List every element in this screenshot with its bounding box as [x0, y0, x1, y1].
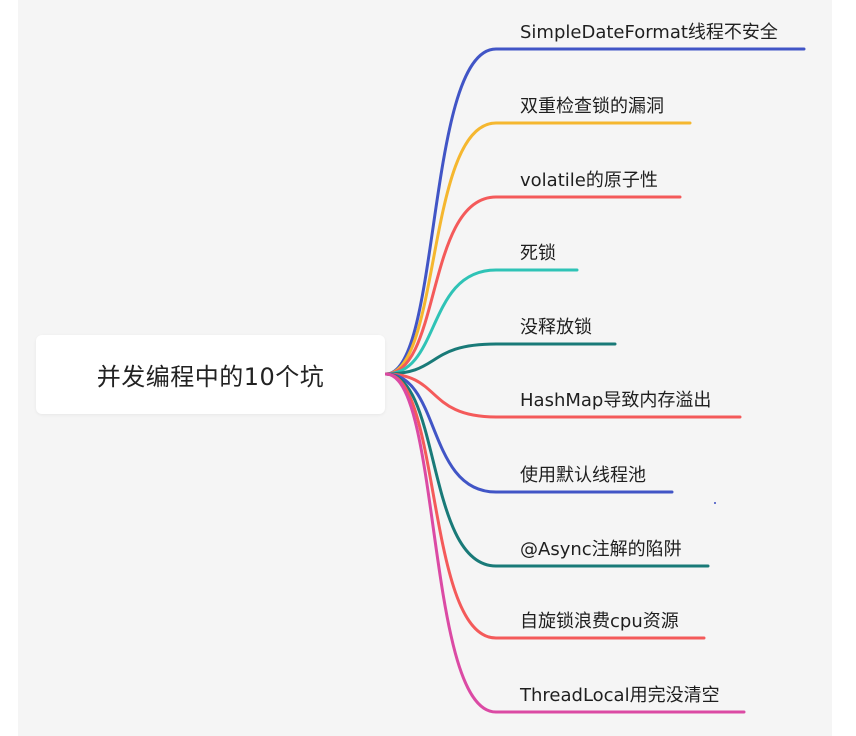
connector-unreleased-lock [384, 342, 617, 376]
branch-topic-async-trap[interactable]: @Async注解的陷阱 [520, 539, 682, 560]
connector-spinlock [384, 372, 706, 640]
branch-topic-volatile[interactable]: volatile的原子性 [520, 170, 658, 191]
branch-topic-threadlocal[interactable]: ThreadLocal用完没清空 [520, 685, 720, 706]
connector-simpledateformat [384, 47, 806, 376]
connector-async-trap [384, 372, 710, 568]
branch-topic-hashmap-oom[interactable]: HashMap导致内存溢出 [520, 390, 712, 411]
branch-topic-deadlock[interactable]: 死锁 [520, 243, 556, 264]
branch-topic-double-check-lock[interactable]: 双重检查锁的漏洞 [520, 96, 664, 117]
branch-topic-spinlock[interactable]: 自旋锁浪费cpu资源 [520, 611, 679, 632]
connector-threadlocal [384, 372, 746, 714]
branch-topic-unreleased-lock[interactable]: 没释放锁 [520, 317, 592, 338]
root-topic-label: 并发编程中的10个坑 [96, 363, 325, 391]
connector-deadlock [384, 268, 579, 376]
root-topic[interactable]: 并发编程中的10个坑 [36, 335, 385, 414]
stray-dot [714, 502, 716, 504]
connector-default-threadpool [384, 372, 674, 494]
connector-volatile [384, 195, 682, 376]
connector-double-check-lock [384, 121, 692, 376]
branch-topic-simpledateformat[interactable]: SimpleDateFormat线程不安全 [520, 22, 778, 43]
branch-topic-default-threadpool[interactable]: 使用默认线程池 [520, 465, 646, 486]
connector-hashmap-oom [384, 372, 742, 419]
